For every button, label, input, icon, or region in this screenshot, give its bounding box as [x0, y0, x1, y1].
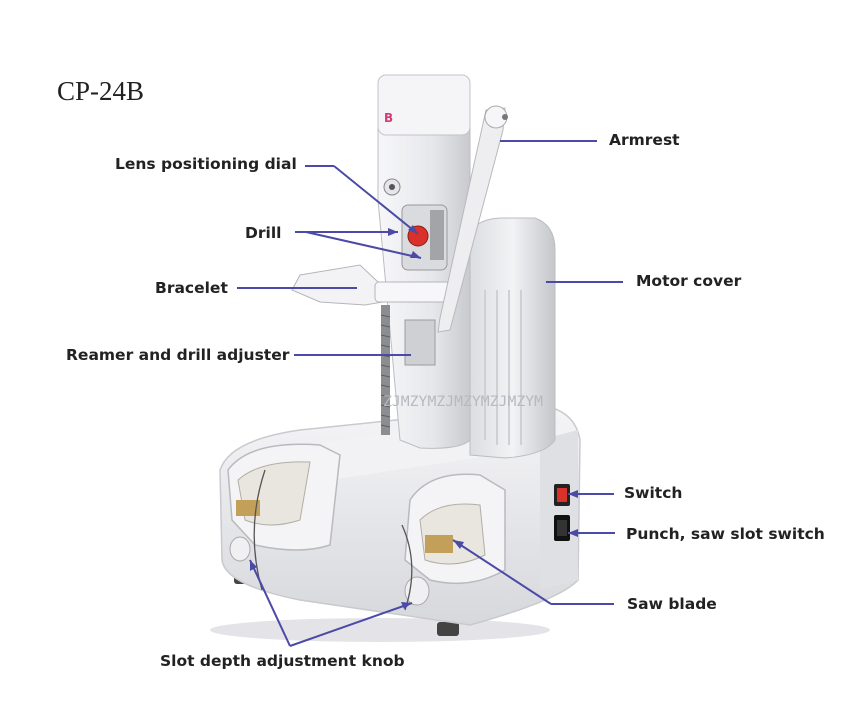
threaded-rod	[381, 305, 390, 435]
watermark-text: ZJMZYMZJMZYMZJMZYM	[383, 394, 543, 410]
adjuster-block	[404, 319, 436, 366]
side-panel	[540, 430, 578, 590]
knob-left	[229, 536, 251, 562]
left-blade-brass	[236, 500, 260, 516]
label-armrest: Armrest	[609, 131, 680, 149]
label-motor-cover: Motor cover	[636, 272, 742, 290]
product-model-title: CP-24B	[57, 76, 145, 106]
right-blade-brass	[425, 535, 453, 553]
label-switch: Switch	[624, 484, 683, 502]
foot-right	[437, 622, 459, 636]
motor-cover-shape	[469, 217, 556, 459]
leader-saw-blade	[452, 539, 552, 605]
label-drill: Drill	[245, 224, 282, 242]
label-lens-positioning-dial: Lens positioning dial	[115, 155, 297, 173]
label-reamer-drill-adjuster: Reamer and drill adjuster	[66, 346, 290, 364]
leader-drill-b	[305, 231, 422, 259]
machine-badge: B	[384, 111, 393, 125]
armrest-handle	[437, 107, 506, 333]
label-punch-saw-slot-switch: Punch, saw slot switch	[626, 525, 825, 543]
knob-right	[404, 576, 430, 606]
floor-shadow	[210, 618, 550, 642]
head-top	[377, 74, 471, 136]
leader-lens-dial-d	[333, 165, 419, 235]
leader-arrowheads	[250, 225, 578, 609]
label-bracelet: Bracelet	[155, 279, 228, 297]
label-slot-depth-adjustment-knob: Slot depth adjustment knob	[160, 652, 405, 670]
motor-vents	[484, 290, 522, 445]
label-saw-blade: Saw blade	[627, 595, 717, 613]
leader-knob-left	[249, 559, 291, 647]
leader-knob-right	[289, 602, 413, 647]
saw-guide-right	[401, 524, 413, 611]
